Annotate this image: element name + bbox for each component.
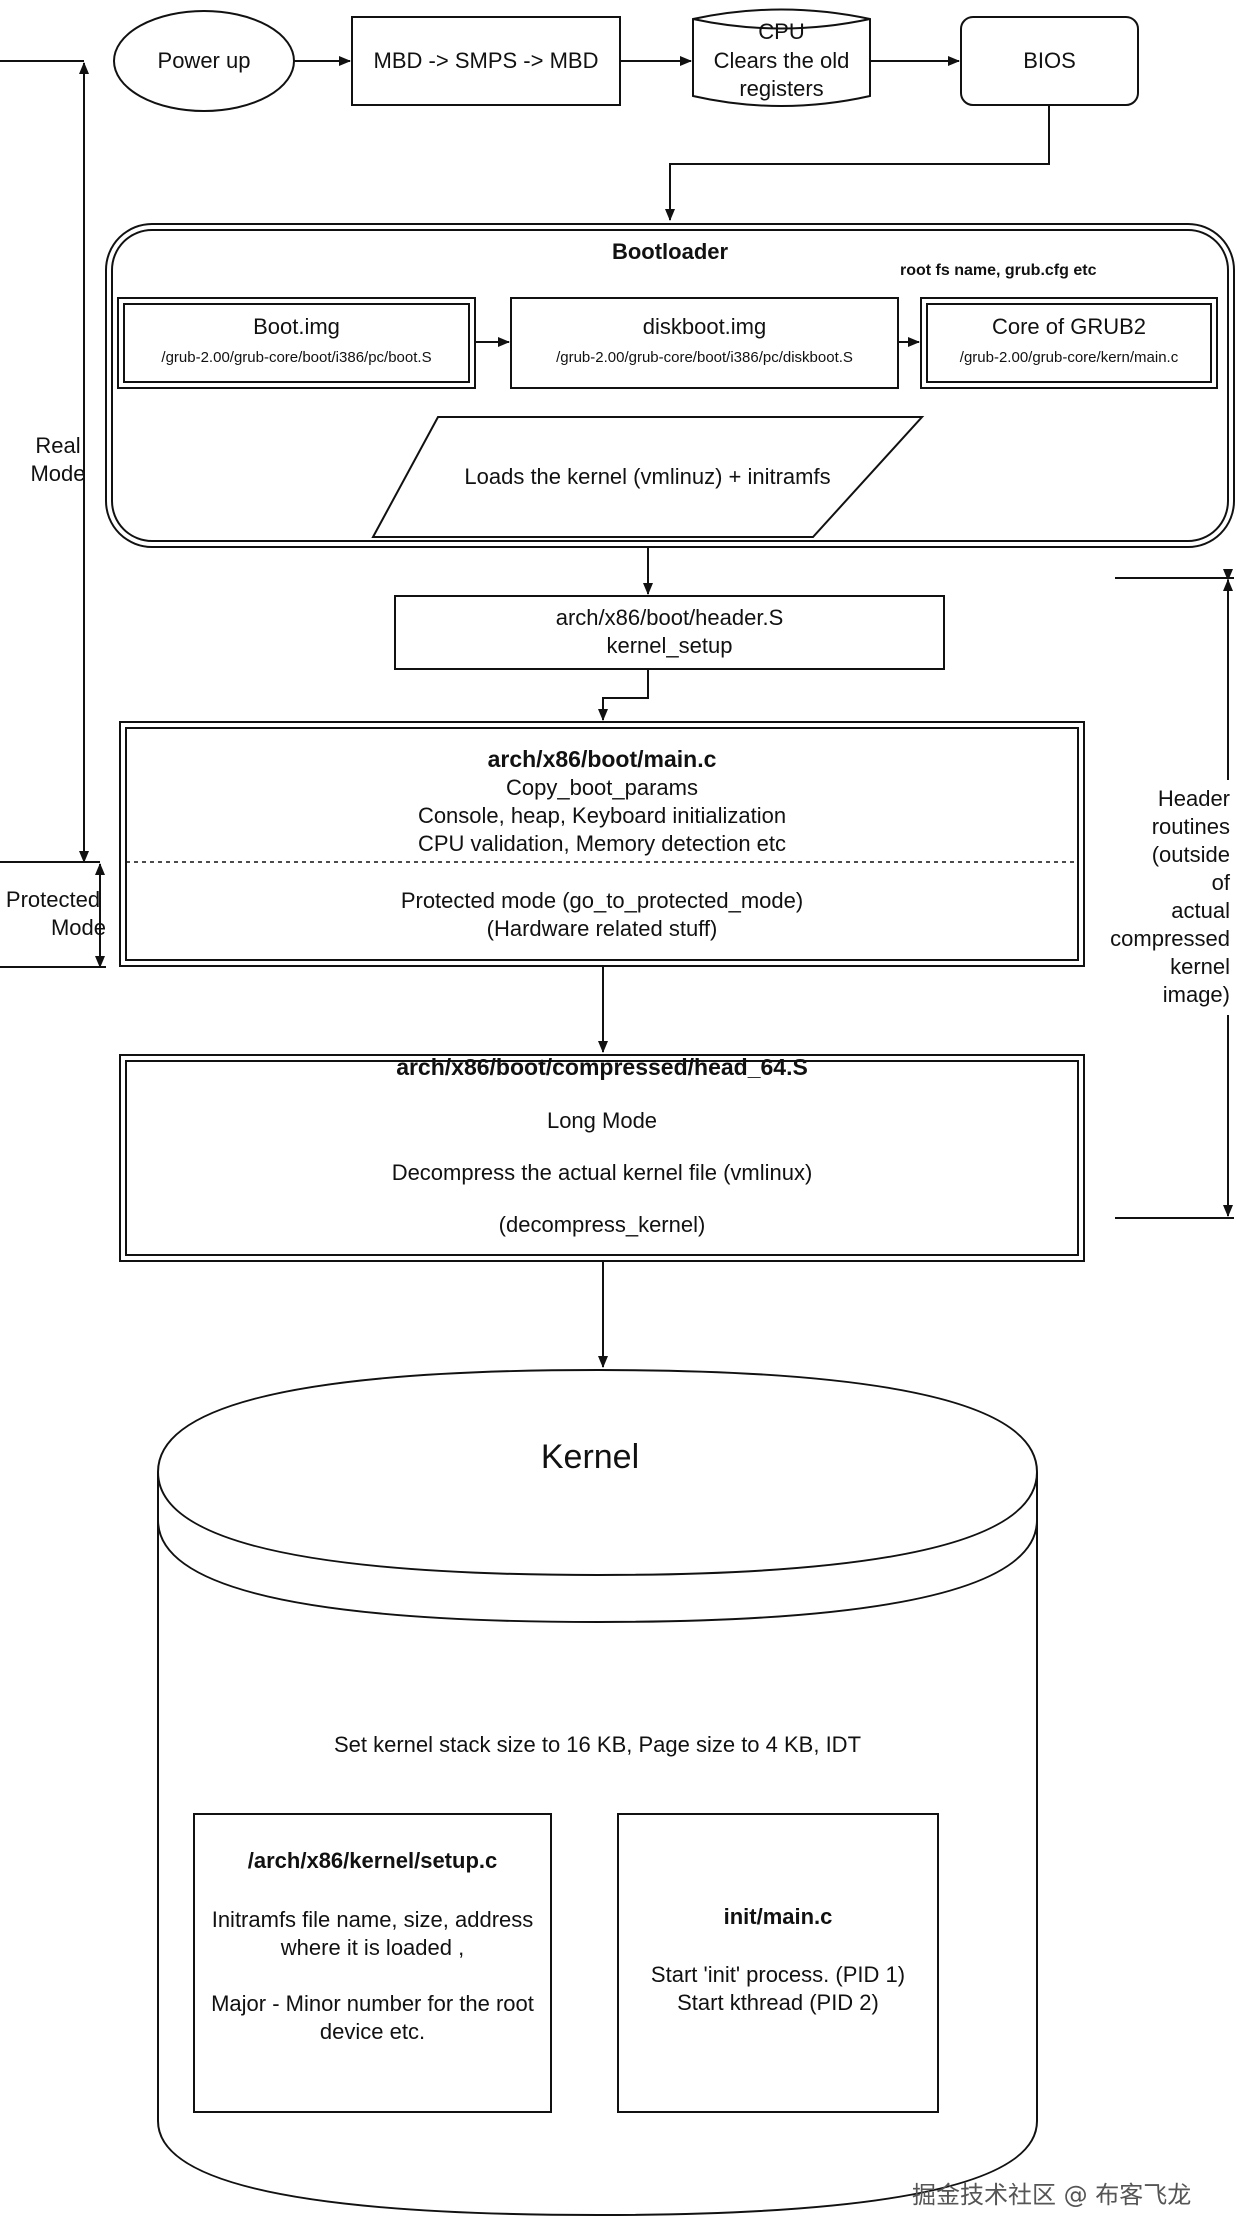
head64-title: arch/x86/boot/compressed/head_64.S (396, 1054, 808, 1080)
bootloader-container (105, 223, 1235, 548)
header-s-line-2: kernel_setup (606, 633, 733, 658)
loads-kernel-shape (371, 416, 925, 538)
init-main-line-2: Start kthread (PID 2) (677, 1990, 879, 2015)
core-grub-path: /grub-2.00/grub-core/kern/main.c (959, 349, 1179, 366)
diskboot-img-box (510, 297, 899, 389)
setup-c-title: /arch/x86/kernel/setup.c (247, 1848, 498, 1873)
power-up-label: Power up (157, 48, 251, 73)
main-c-title: arch/x86/boot/main.c (487, 746, 717, 772)
watermark: 掘金技术社区 @ 布客飞龙 (912, 2181, 1192, 2209)
mbd-smps-label: MBD -> SMPS -> MBD (373, 48, 599, 73)
header-routines-3: (outside (1151, 842, 1230, 867)
header-routines-1: Header (1157, 786, 1230, 811)
loads-kernel-label: Loads the kernel (vmlinuz) + initramfs (464, 464, 831, 489)
real-mode-1: Real (35, 433, 81, 458)
head64-long-mode: Long Mode (546, 1108, 658, 1133)
head64-decompress: Decompress the actual kernel file (vmlin… (391, 1160, 813, 1185)
main-c-line-2: Console, heap, Keyboard initialization (417, 803, 787, 828)
main-c-line-3: CPU validation, Memory detection etc (417, 831, 787, 856)
cpu-label-2: Clears the old (713, 48, 850, 73)
kernel-title: Kernel (540, 1438, 640, 1476)
core-grub-box (920, 297, 1218, 389)
protected-mode-2: Mode (50, 915, 106, 940)
header-routines-7: kernel (1170, 954, 1230, 979)
header-routines-2: routines (1151, 814, 1230, 839)
kernel-cylinder (157, 1368, 1038, 2217)
cpu-label-1: CPU (758, 19, 805, 44)
bios-label: BIOS (1023, 48, 1076, 73)
header-s-line-1: arch/x86/boot/header.S (555, 605, 784, 630)
header-routines-8: image) (1162, 982, 1230, 1007)
main-c-protected-2: (Hardware related stuff) (486, 916, 718, 941)
cpu-cylinder (692, 8, 871, 107)
main-c-line-1: Copy_boot_params (505, 775, 698, 800)
setup-c-line-2: where it is loaded , (280, 1935, 465, 1960)
bootloader-note: root fs name, grub.cfg etc (900, 262, 1097, 279)
setup-c-line-5: device etc. (319, 2019, 426, 2044)
header-routines-6: compressed (1110, 926, 1230, 951)
header-routines-4: of (1211, 870, 1230, 895)
cpu-label-3: registers (739, 76, 824, 101)
init-main-line-1: Start 'init' process. (PID 1) (650, 1962, 906, 1987)
init-main-title: init/main.c (723, 1904, 833, 1929)
boot-img-box (117, 297, 476, 389)
real-mode-2: Mode (30, 461, 86, 486)
boot-img-path: /grub-2.00/grub-core/boot/i386/pc/boot.S (161, 349, 432, 366)
kernel-stack-line: Set kernel stack size to 16 KB, Page siz… (333, 1732, 862, 1757)
header-s-box (394, 595, 945, 670)
setup-c-line-1: Initramfs file name, size, address (211, 1907, 534, 1932)
head64-fn: (decompress_kernel) (498, 1212, 706, 1237)
header-routines-5: actual (1171, 898, 1230, 923)
diskboot-img-path: /grub-2.00/grub-core/boot/i386/pc/diskbo… (556, 349, 853, 366)
bootloader-title: Bootloader (611, 239, 729, 264)
setup-c-line-4: Major - Minor number for the root (211, 1991, 534, 2016)
setup-c-box (193, 1813, 552, 2113)
init-main-c-box (617, 1813, 939, 2113)
boot-img-title: Boot.img (253, 314, 340, 339)
main-c-protected-1: Protected mode (go_to_protected_mode) (400, 888, 804, 913)
diskboot-img-title: diskboot.img (642, 314, 767, 339)
core-grub-title: Core of GRUB2 (991, 314, 1147, 339)
protected-mode-1: Protected (5, 887, 101, 912)
